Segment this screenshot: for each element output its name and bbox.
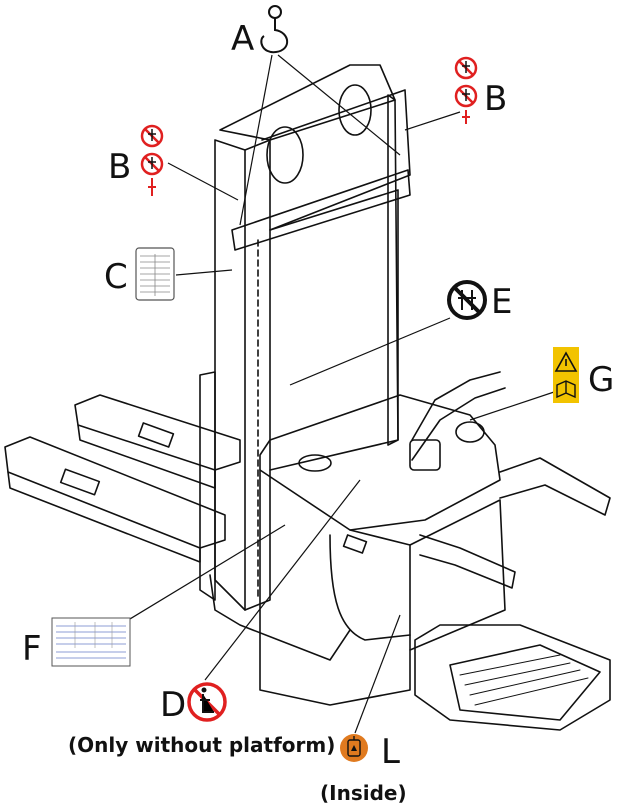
leader-g [469, 389, 561, 421]
tiller-arm [411, 371, 501, 441]
body-side [409, 499, 506, 651]
body-top [259, 394, 501, 531]
callout-b-left: B [108, 147, 131, 187]
mast-crossbar-front [261, 89, 411, 231]
leader-a-left [239, 54, 273, 226]
fork-roller-right [137, 422, 175, 448]
no-standing-under-fork-icon [454, 56, 478, 124]
chain-pulley-right [338, 84, 372, 136]
caution-read-manual-icon [553, 347, 579, 403]
platform-tread-lines [459, 654, 589, 706]
leader-c [175, 269, 233, 276]
lifting-hook-icon [260, 5, 289, 54]
control-button [455, 421, 485, 443]
no-standing-under-fork-icon [140, 124, 164, 196]
tiller-base [409, 439, 441, 471]
right-fork-side [77, 424, 216, 489]
mast-guard-panel [269, 189, 399, 471]
right-handle [499, 457, 611, 516]
mast-left-upright [214, 139, 246, 611]
callout-l: L [381, 732, 400, 772]
load-backrest [199, 371, 216, 601]
left-fork [4, 436, 226, 549]
chain-pulley-left [266, 126, 304, 184]
leader-a-right [277, 54, 401, 156]
battery-fill-icon [340, 734, 368, 762]
no-riding-icon [187, 682, 227, 722]
leader-f [119, 524, 286, 626]
fork-roller-left [59, 468, 101, 496]
mast-left-upright-face [244, 139, 271, 611]
callout-b-right: B [484, 79, 507, 119]
cup-holder [298, 454, 332, 472]
load-chart-plate-icon [135, 247, 175, 301]
caption-only-without-platform: (Only without platform) [68, 733, 335, 757]
body-front [259, 469, 411, 706]
mast-lower-crossbar [231, 169, 411, 251]
tiller-arm-back [411, 387, 506, 461]
leader-e [289, 317, 451, 386]
front-cover-curve [329, 534, 411, 641]
platform-tread [449, 644, 601, 721]
callout-c: C [104, 257, 128, 297]
nameplate-icon [51, 617, 131, 667]
base-frame [209, 574, 351, 661]
mast-right-upright [387, 94, 399, 446]
caption-inside: (Inside) [320, 781, 407, 805]
leader-b-left [167, 162, 239, 201]
leader-d [204, 479, 361, 681]
left-fork-side [7, 471, 201, 563]
truck-body-outline [4, 64, 611, 731]
mast-top-crosshead [219, 64, 396, 141]
no-passenger-icon [447, 280, 487, 320]
folding-platform [414, 624, 611, 731]
battery-indicator-plate [342, 534, 368, 554]
callout-f: F [22, 629, 42, 669]
leader-l [354, 614, 401, 734]
leader-b-right [404, 111, 461, 131]
left-handle [419, 534, 516, 589]
callout-e: E [491, 282, 512, 322]
callout-a: A [231, 19, 254, 59]
callout-d: D [160, 685, 186, 725]
leader-lines [119, 54, 561, 734]
callout-g: G [588, 360, 614, 400]
